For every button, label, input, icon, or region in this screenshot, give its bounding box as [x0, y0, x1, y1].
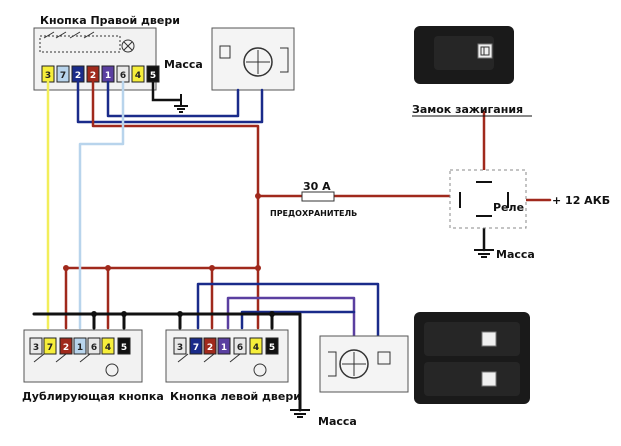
right-door-button-title: Кнопка Правой двери [40, 14, 180, 27]
left-door-button-pins: 3 7 2 1 6 4 5 [173, 337, 279, 355]
fuse-label: ПРЕДОХРАНИТЕЛЬ [270, 209, 357, 218]
pin-label: 6 [120, 71, 126, 81]
pin-label: 3 [45, 71, 51, 81]
fuse-icon [301, 191, 335, 202]
pin-label: 1 [221, 343, 227, 353]
relay-label: Реле [493, 201, 524, 214]
lamp-icon [105, 363, 119, 377]
pin-label: 7 [47, 343, 53, 353]
mass-relay-label: Масса [496, 248, 535, 261]
pin-label: 6 [91, 343, 97, 353]
pin-label: 7 [193, 343, 199, 353]
dup-button-title: Дублирующая кнопка [22, 390, 164, 403]
pin-label: 1 [105, 71, 111, 81]
pin-label: 5 [150, 71, 156, 81]
mass-top-label: Масса [164, 58, 203, 71]
left-door-button-title: Кнопка левой двери [170, 390, 301, 403]
fuse-rating: 30 А [303, 180, 331, 193]
pin-label: 4 [105, 343, 111, 353]
pin-label: 2 [63, 343, 69, 353]
junction-dots [63, 193, 261, 271]
pin-label: 1 [77, 343, 83, 353]
pin-label: 2 [207, 343, 213, 353]
right-door-pins: 3 7 2 2 1 6 4 5 [41, 65, 160, 83]
pin-label: 4 [135, 71, 141, 81]
mass-bottom-label: Масса [318, 415, 357, 428]
battery-label: + 12 АКБ [552, 194, 610, 207]
ground-icon [474, 249, 494, 258]
window-switch-photo [414, 312, 530, 404]
motor-icon [319, 335, 409, 393]
lamp-icon [253, 363, 267, 377]
motor-icon [211, 27, 295, 91]
pin-label: 4 [253, 343, 259, 353]
pin-label: 2 [90, 71, 96, 81]
ground-icon [290, 409, 310, 418]
relay-icon [449, 169, 527, 229]
ground-icon [174, 94, 188, 113]
pin-label: 6 [237, 343, 243, 353]
pin-label: 2 [75, 71, 81, 81]
dup-button-pins: 3 7 2 1 6 4 5 [29, 337, 131, 355]
ignition-lock-label: Замок зажигания [412, 103, 523, 116]
pin-label: 7 [60, 71, 66, 81]
window-switch-photo [414, 26, 514, 84]
lamp-icon [121, 39, 135, 53]
pin-label: 3 [177, 343, 183, 353]
pin-label: 3 [33, 343, 39, 353]
pin-label: 5 [121, 343, 127, 353]
pin-label: 5 [269, 343, 275, 353]
